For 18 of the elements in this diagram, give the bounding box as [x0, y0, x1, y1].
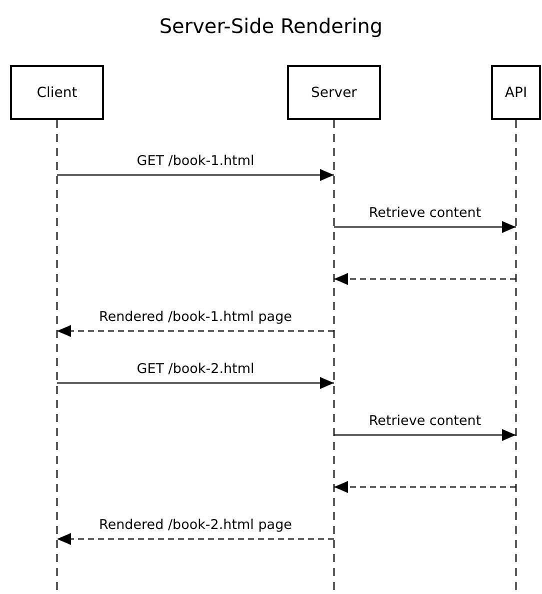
message-arrow [57, 377, 334, 389]
return-arrow [334, 481, 516, 493]
edge-label: GET /book-2.html [136, 361, 254, 377]
message-arrow [334, 221, 516, 233]
edge-label: Rendered /book-1.html page [99, 309, 292, 325]
message-arrow [57, 169, 334, 181]
participant-box: Server [287, 65, 381, 120]
return-arrow [57, 325, 334, 337]
return-arrow [334, 273, 516, 285]
title: Server-Side Rendering [159, 14, 383, 38]
edge-label: GET /book-1.html [136, 153, 254, 169]
participant-box: API [491, 65, 541, 120]
message-arrow [334, 429, 516, 441]
edge-label: Retrieve content [368, 205, 482, 221]
participant-box: Client [10, 65, 104, 120]
edge-label: Retrieve content [368, 413, 482, 429]
edge-label: Rendered /book-2.html page [99, 517, 292, 533]
return-arrow [57, 533, 334, 545]
